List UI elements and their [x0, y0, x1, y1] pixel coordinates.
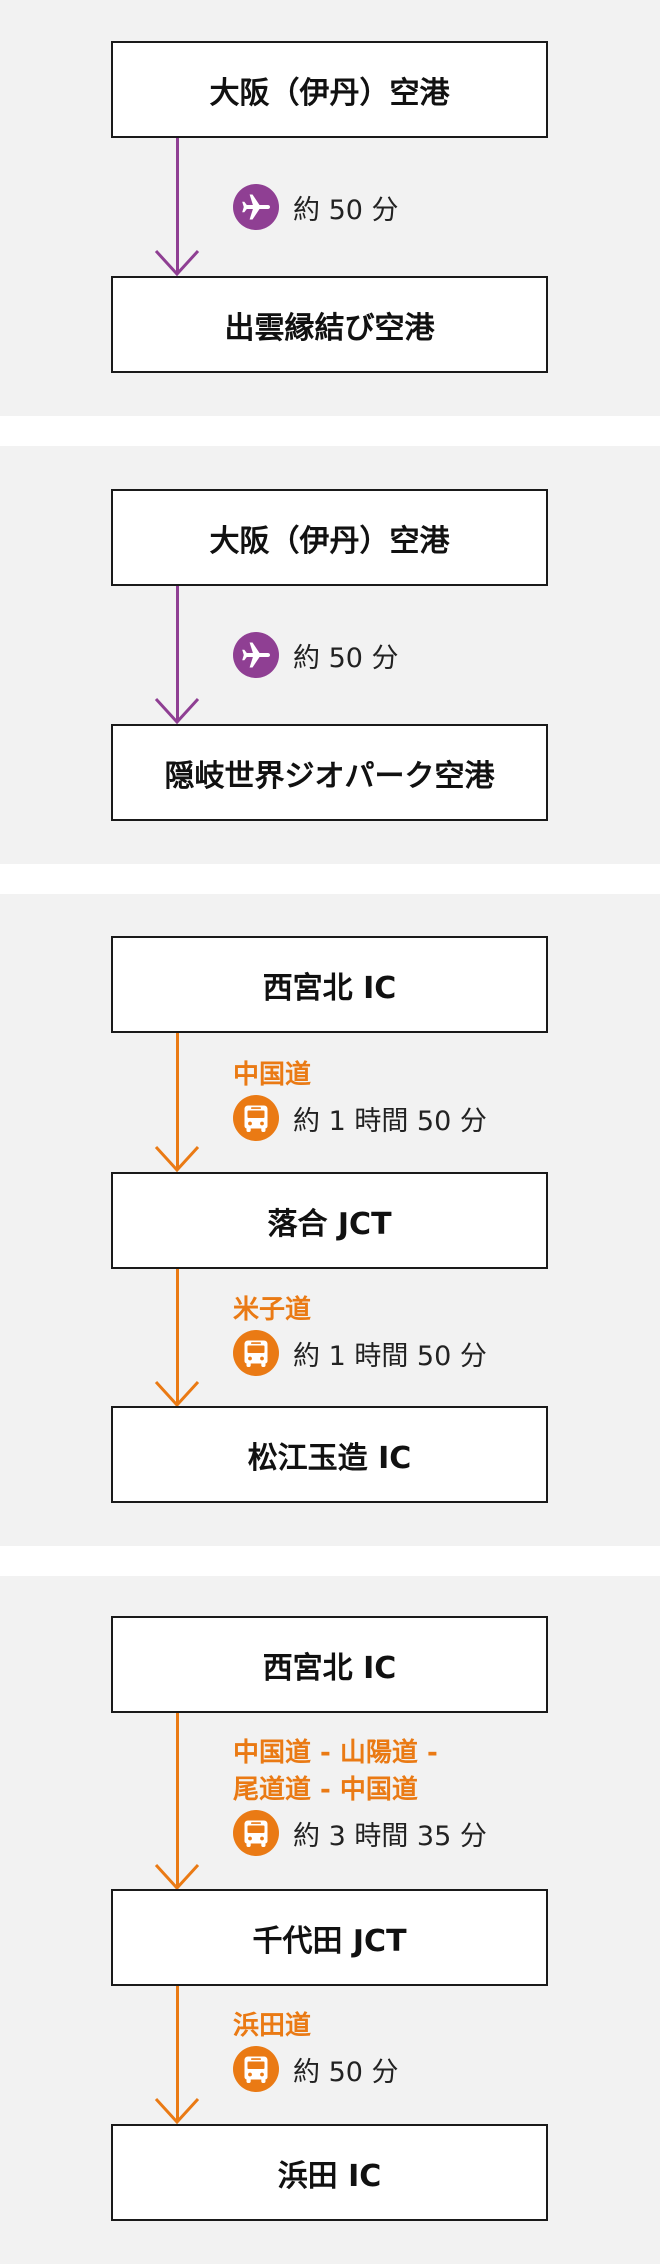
travel-time: 約 50 分 — [293, 2056, 399, 2088]
travel-time: 約 3 時間 35 分 — [293, 1820, 487, 1852]
flight-info: 約 50 分 — [233, 183, 399, 231]
flight-duration: 約 50 分 — [293, 194, 399, 226]
airplane-icon — [233, 632, 279, 678]
start-interchange-box: 西宮北 IC — [111, 936, 548, 1033]
junction-box: 落合 JCT — [111, 1172, 548, 1269]
route-panel-oki-flight: 大阪（伊丹）空港 約 50 分 隠岐世界ジオパーク空港 — [0, 446, 660, 864]
arrow-head — [154, 1380, 200, 1408]
route-panel-izumo-flight: 大阪（伊丹）空港 約 50 分 出雲縁結び空港 — [0, 0, 660, 416]
arrow-head — [154, 2097, 200, 2125]
expressway-name: 浜田道 — [233, 2011, 312, 2041]
leg-info: 米子道 約 1 時間 50 分 — [233, 1292, 487, 1377]
route-panel-hamada-bus: 西宮北 IC 中国道 - 山陽道 - 尾道道 - 中国道 約 3 時間 35 分… — [0, 1576, 660, 2264]
junction-box: 千代田 JCT — [111, 1889, 548, 1986]
leg-info: 浜田道 約 50 分 — [233, 2008, 399, 2093]
end-interchange-box: 松江玉造 IC — [111, 1406, 548, 1503]
bus-icon — [233, 1330, 279, 1376]
expressway-name: 米子道 — [233, 1295, 312, 1325]
origin-airport-box: 大阪（伊丹）空港 — [111, 41, 548, 138]
destination-airport-box: 隠岐世界ジオパーク空港 — [111, 724, 548, 821]
bus-icon — [233, 1095, 279, 1141]
expressway-name: 中国道 — [233, 1060, 312, 1090]
leg-info: 中国道 約 1 時間 50 分 — [233, 1057, 487, 1142]
airplane-icon — [233, 184, 279, 230]
arrow-head — [154, 1863, 200, 1891]
destination-airport-box: 出雲縁結び空港 — [111, 276, 548, 373]
origin-airport-box: 大阪（伊丹）空港 — [111, 489, 548, 586]
arrow-head — [154, 697, 200, 725]
bus-icon — [233, 2046, 279, 2092]
travel-time: 約 1 時間 50 分 — [293, 1105, 487, 1137]
travel-time: 約 1 時間 50 分 — [293, 1340, 487, 1372]
expressway-name-line2: 尾道道 - 中国道 — [233, 1775, 418, 1805]
leg-info: 中国道 - 山陽道 - 尾道道 - 中国道 約 3 時間 35 分 — [233, 1735, 487, 1857]
route-panel-matsue-bus: 西宮北 IC 中国道 約 1 時間 50 分 落合 JCT 米子道 約 1 時間… — [0, 894, 660, 1546]
bus-icon — [233, 1810, 279, 1856]
expressway-name-line1: 中国道 - 山陽道 - — [233, 1738, 438, 1768]
arrow-head — [154, 249, 200, 277]
start-interchange-box: 西宮北 IC — [111, 1616, 548, 1713]
arrow-head — [154, 1145, 200, 1173]
flight-info: 約 50 分 — [233, 631, 399, 679]
end-interchange-box: 浜田 IC — [111, 2124, 548, 2221]
flight-duration: 約 50 分 — [293, 642, 399, 674]
